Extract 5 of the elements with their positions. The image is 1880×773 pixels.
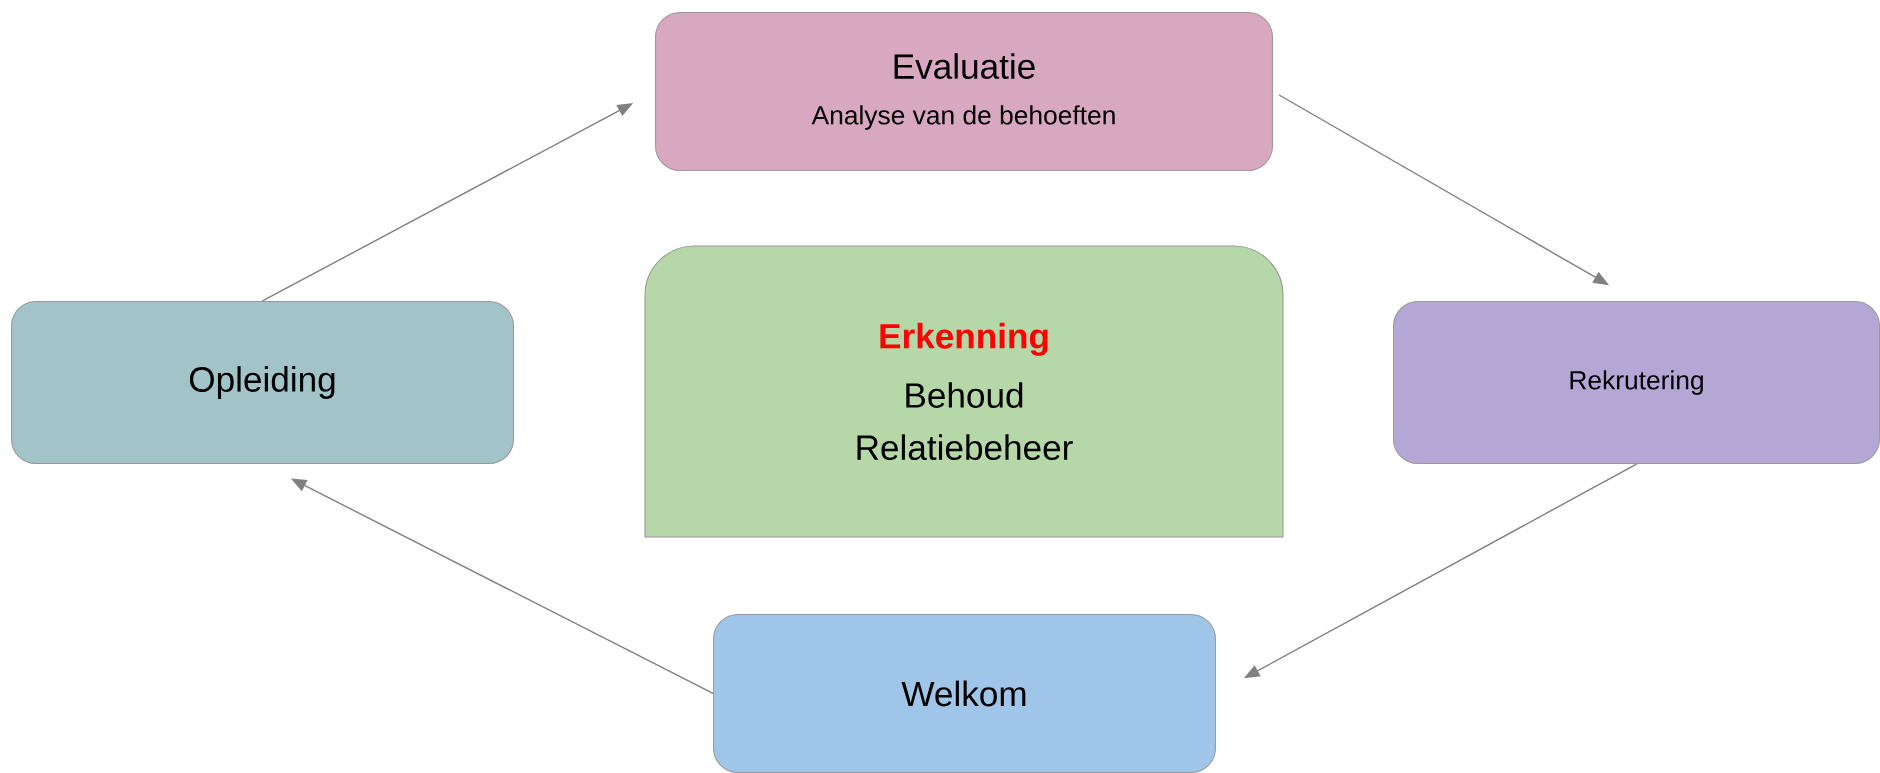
rounded-box: Evaluatie Analyse van de behoeften — [654, 11, 1274, 172]
rounded-box: Opleiding — [10, 300, 515, 465]
rounded-box: Erkenning Behoud Relatiebeheer — [644, 245, 1284, 538]
rounded-box: Welkom — [713, 613, 1217, 773]
rounded-box: Rekrutering — [1393, 300, 1880, 465]
